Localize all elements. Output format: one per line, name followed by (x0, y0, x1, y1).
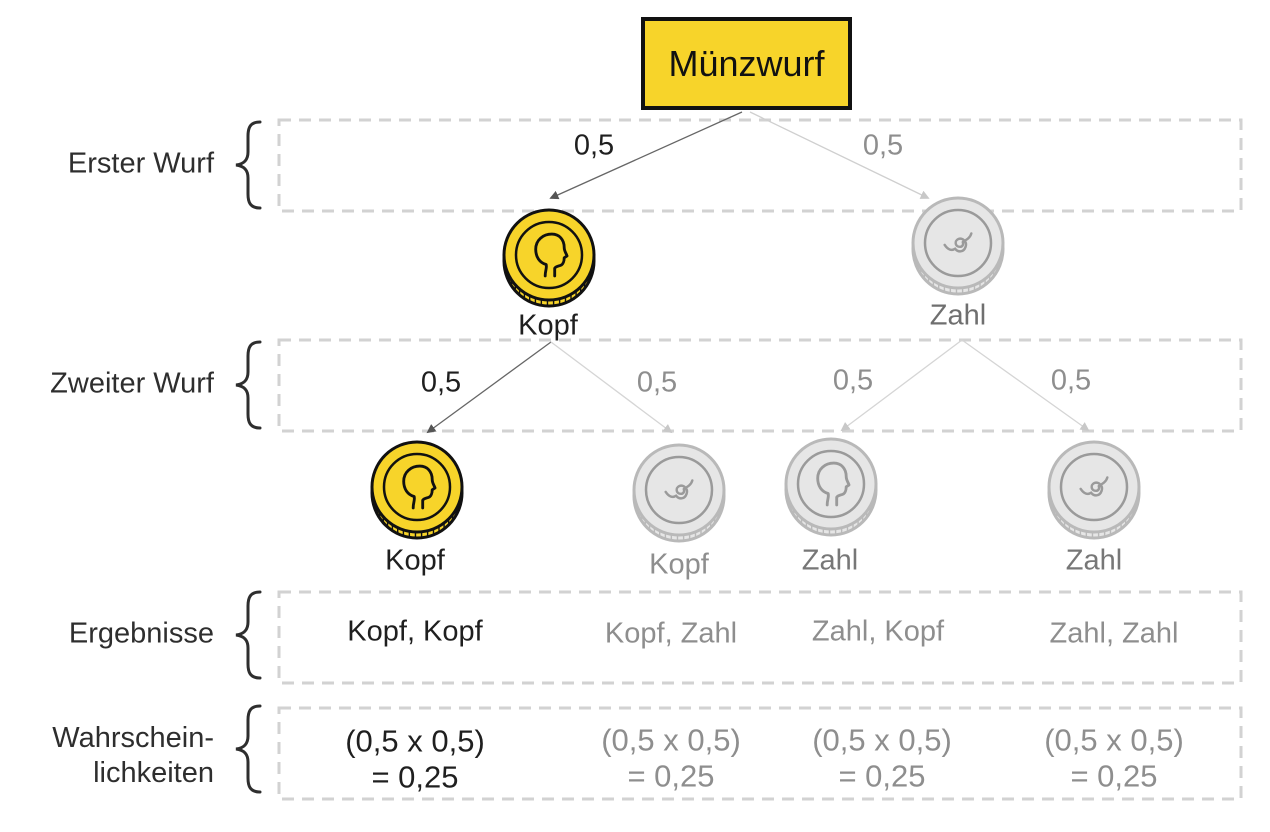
first-throw-coin-kopf-face (502, 208, 596, 302)
edge-kopf-zahl (550, 341, 673, 434)
row-label-probabilities-line1: Wahrschein- (52, 722, 214, 755)
row-label-probabilities: Wahrschein- lichkeiten (52, 721, 214, 791)
brace-results (235, 590, 262, 680)
brace-first (235, 120, 262, 210)
probability-2-value: = 0,25 (627, 758, 715, 793)
probability-4-calc: (0,5 x 0,5) (1044, 722, 1184, 758)
second-throw-coin-4-face (1047, 440, 1141, 534)
result-3: Zahl, Kopf (811, 615, 945, 648)
second-throw-coin-2-inner-ring (644, 455, 714, 525)
edge-root-zahl (749, 111, 930, 199)
first-throw-coin-zahl-face (911, 196, 1005, 290)
probabilities-box (277, 706, 1243, 801)
second-throw-coin-4 (1047, 440, 1141, 540)
second-throw-label-1: Kopf (385, 544, 445, 577)
row-containers (277, 118, 1243, 801)
second-throw-prob-1: 0,5 (420, 366, 462, 399)
second-throw-coin-3-face (784, 437, 878, 531)
brace-second (235, 340, 262, 430)
second-throw-coin-1-face (370, 440, 464, 534)
first-throw-label-zahl: Zahl (929, 299, 987, 332)
row-label-second-throw: Zweiter Wurf (50, 367, 214, 400)
row-label-first-throw: Erster Wurf (67, 147, 214, 180)
second-throw-coin-1 (370, 440, 464, 540)
results-box (277, 590, 1243, 685)
probability-1-value: = 0,25 (371, 759, 459, 794)
result-4: Zahl, Zahl (1049, 617, 1179, 650)
edge-kopf-kopf (426, 341, 552, 434)
second-throw-coin-2-face (632, 443, 726, 537)
first-throw-prob-zahl: 0,5 (862, 129, 904, 162)
second-throw-coin-2 (632, 443, 726, 543)
second-throw-box (277, 338, 1243, 433)
probability-1-calc: (0,5 x 0,5) (345, 723, 485, 759)
probability-3-calc: (0,5 x 0,5) (812, 722, 952, 758)
first-throw-box (277, 118, 1243, 213)
probability-4: (0,5 x 0,5) = 0,25 (1044, 722, 1184, 793)
second-throw-prob-3: 0,5 (832, 364, 874, 397)
second-throw-coin-4-inner-ring (1059, 452, 1129, 522)
first-throw-coin-zahl-inner-ring (923, 208, 993, 278)
row-braces (235, 120, 262, 794)
second-throw-prob-2: 0,5 (636, 366, 678, 399)
tree-edges (426, 111, 1090, 434)
first-throw-coin-zahl (911, 196, 1005, 296)
probability-3: (0,5 x 0,5) = 0,25 (812, 722, 952, 793)
diagram-title: Münzwurf (668, 42, 825, 84)
probability-2: (0,5 x 0,5) = 0,25 (601, 722, 741, 793)
second-throw-prob-4: 0,5 (1050, 364, 1092, 397)
second-throw-label-3: Zahl (801, 544, 859, 577)
second-throw-coin-3 (784, 437, 878, 537)
result-2: Kopf, Zahl (604, 617, 738, 650)
probability-1: (0,5 x 0,5) = 0,25 (345, 723, 485, 794)
row-label-results: Ergebnisse (68, 617, 214, 650)
first-throw-coin-kopf-inner-ring (514, 220, 584, 290)
coins (370, 196, 1141, 543)
edge-root-kopf (549, 111, 743, 200)
probability-3-value: = 0,25 (838, 758, 926, 793)
brace-probabilities (235, 704, 262, 794)
second-throw-label-2: Kopf (649, 548, 709, 581)
second-throw-label-4: Zahl (1065, 544, 1123, 577)
edge-zahl-zahl (961, 339, 1090, 432)
first-throw-prob-kopf: 0,5 (573, 129, 615, 162)
row-label-probabilities-line2: lichkeiten (93, 757, 214, 789)
title-box: Münzwurf (641, 17, 852, 110)
result-1: Kopf, Kopf (347, 615, 483, 648)
first-throw-coin-kopf (502, 208, 596, 308)
second-throw-coin-3-inner-ring (796, 449, 866, 519)
first-throw-label-kopf: Kopf (518, 309, 578, 342)
probability-4-value: = 0,25 (1070, 758, 1158, 793)
probability-2-calc: (0,5 x 0,5) (601, 722, 741, 758)
second-throw-coin-1-inner-ring (382, 452, 452, 522)
edge-zahl-kopf (840, 339, 963, 432)
